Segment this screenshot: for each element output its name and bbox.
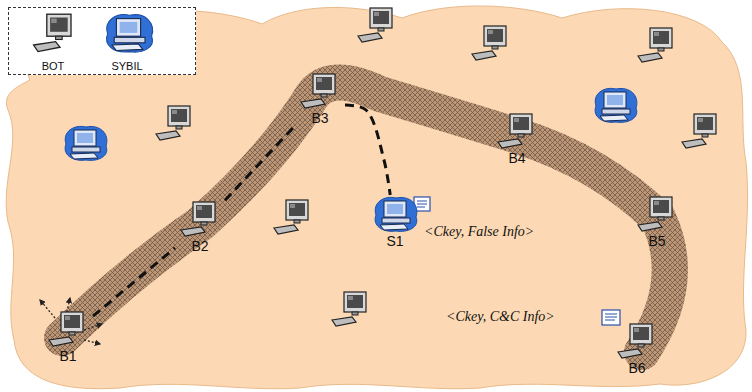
bot-computer-icon — [682, 114, 716, 148]
bot-computer-icon — [332, 292, 366, 326]
bot-computer-icon — [301, 74, 335, 108]
bot-computer-icon — [618, 324, 652, 358]
legend-entry: BOT — [23, 10, 83, 73]
bot-computer-icon — [472, 26, 506, 60]
sybil-computer-icon — [595, 88, 637, 122]
bot-computer-icon — [638, 197, 672, 231]
bot-computer-icon — [498, 114, 532, 148]
node-label: B4 — [492, 150, 542, 166]
node-label: B5 — [632, 233, 682, 249]
message-label: <Ckey, C&C Info> — [446, 309, 555, 325]
bot-path-band — [62, 82, 670, 352]
legend-box: BOT SYBIL — [8, 7, 196, 75]
bot-computer-icon — [156, 106, 190, 140]
bot-node: B5 — [632, 195, 682, 249]
sybil-computer-icon — [375, 197, 417, 231]
node-label: S1 — [370, 233, 420, 249]
computer-icon — [632, 195, 682, 233]
bot-computer-icon — [49, 312, 83, 346]
legend-entry: SYBIL — [97, 10, 157, 73]
legend-icon — [97, 10, 157, 56]
legend-label: SYBIL — [97, 60, 157, 73]
sybil-node: S1 — [370, 195, 420, 249]
bot-node: B4 — [492, 112, 542, 166]
node-label: B6 — [612, 360, 662, 376]
bot-computer-icon — [181, 202, 215, 236]
sybil-computer-icon — [65, 126, 107, 160]
computer-icon — [175, 200, 225, 238]
computer-icon — [492, 112, 542, 150]
computer-icon — [370, 195, 420, 233]
computer-icon — [612, 322, 662, 360]
bot-node: B2 — [175, 200, 225, 254]
bot-computer-icon — [274, 200, 308, 234]
node-label: B1 — [43, 348, 93, 364]
legend-label: BOT — [23, 60, 83, 73]
message-label: <Ckey, False Info> — [424, 224, 534, 240]
legend-icon — [23, 10, 83, 56]
network-cloud — [6, 6, 747, 389]
route-connector — [345, 105, 390, 195]
sybil-computer-icon — [107, 15, 153, 52]
bot-computer-icon — [358, 8, 392, 42]
broadcast-arrows — [40, 298, 102, 344]
route-connector — [225, 126, 295, 201]
computer-icon — [43, 310, 93, 348]
bot-computer-icon — [638, 28, 672, 62]
bot-node: B1 — [43, 310, 93, 364]
route-connector — [93, 248, 175, 316]
node-label: B2 — [175, 238, 225, 254]
bot-node: B3 — [295, 72, 345, 126]
computer-icon — [295, 72, 345, 110]
message-scroll — [602, 310, 620, 325]
bot-computer-icon — [34, 14, 71, 51]
bot-node: B6 — [612, 322, 662, 376]
node-label: B3 — [295, 110, 345, 126]
